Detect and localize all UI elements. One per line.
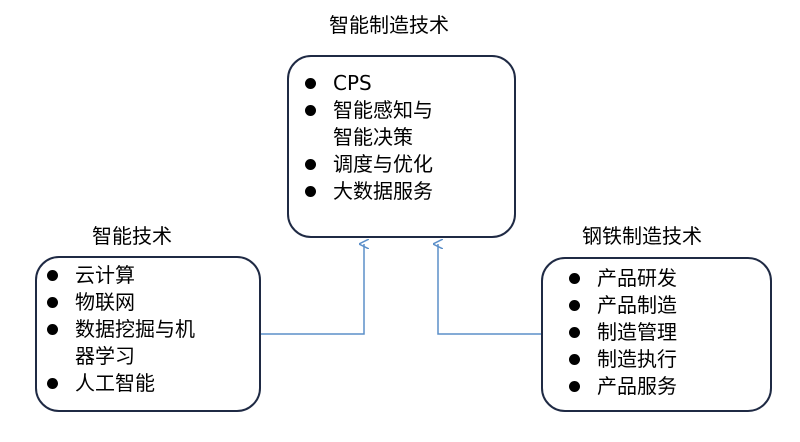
list-item: 智能感知与 bbox=[299, 97, 514, 124]
list-item-label: 智能感知与 bbox=[333, 98, 433, 122]
list-item: 调度与优化 bbox=[299, 151, 514, 178]
bullet-dot-icon bbox=[47, 324, 58, 335]
bullet-dot-icon bbox=[305, 105, 316, 116]
left-to-center-arrow bbox=[261, 244, 364, 335]
center-technology-box: CPS 智能感知与 智能决策 调度与优化 大数据服务 bbox=[287, 55, 516, 238]
list-item-label: 智能决策 bbox=[333, 125, 413, 149]
list-item-label: 产品研发 bbox=[597, 266, 677, 290]
list-item: 制造管理 bbox=[563, 319, 770, 346]
list-item-label: 数据挖掘与机 bbox=[75, 317, 195, 341]
list-item-label: 物联网 bbox=[75, 290, 135, 314]
bullet-dot-icon bbox=[47, 297, 58, 308]
list-item-label: CPS bbox=[333, 71, 372, 95]
right-item-list: 产品研发 产品制造 制造管理 制造执行 产品服务 bbox=[543, 259, 770, 400]
list-item-label: 制造执行 bbox=[597, 347, 677, 371]
list-item: 云计算 bbox=[41, 262, 259, 289]
list-item-label: 大数据服务 bbox=[333, 179, 433, 203]
right-technology-box: 产品研发 产品制造 制造管理 制造执行 产品服务 bbox=[541, 257, 772, 412]
list-item-label: 云计算 bbox=[75, 263, 135, 287]
list-item: 制造执行 bbox=[563, 346, 770, 373]
right-to-center-arrow bbox=[438, 244, 541, 335]
bullet-dot-icon bbox=[305, 159, 316, 170]
right-box-title: 钢铁制造技术 bbox=[582, 224, 702, 248]
center-item-list: CPS 智能感知与 智能决策 调度与优化 大数据服务 bbox=[289, 57, 514, 205]
list-item: 产品服务 bbox=[563, 373, 770, 400]
list-item-label: 制造管理 bbox=[597, 320, 677, 344]
bullet-dot-icon bbox=[305, 186, 316, 197]
list-item: CPS bbox=[299, 70, 514, 97]
bullet-dot-icon bbox=[47, 270, 58, 281]
list-item: 产品研发 bbox=[563, 265, 770, 292]
bullet-dot-icon bbox=[47, 378, 58, 389]
center-box-title: 智能制造技术 bbox=[329, 13, 449, 37]
list-item: 器学习 bbox=[41, 343, 259, 370]
left-item-list: 云计算 物联网 数据挖掘与机 器学习 人工智能 bbox=[37, 258, 259, 397]
list-item: 产品制造 bbox=[563, 292, 770, 319]
left-box-title: 智能技术 bbox=[92, 224, 172, 248]
list-item: 大数据服务 bbox=[299, 178, 514, 205]
left-technology-box: 云计算 物联网 数据挖掘与机 器学习 人工智能 bbox=[35, 256, 261, 412]
list-item-label: 产品制造 bbox=[597, 293, 677, 317]
bullet-dot-icon bbox=[569, 300, 580, 311]
list-item: 数据挖掘与机 bbox=[41, 316, 259, 343]
bullet-dot-icon bbox=[569, 354, 580, 365]
bullet-dot-icon bbox=[569, 327, 580, 338]
bullet-dot-icon bbox=[569, 381, 580, 392]
list-item-label: 器学习 bbox=[75, 344, 135, 368]
list-item: 人工智能 bbox=[41, 370, 259, 397]
bullet-dot-icon bbox=[569, 273, 580, 284]
list-item-label: 人工智能 bbox=[75, 371, 155, 395]
list-item-label: 调度与优化 bbox=[333, 152, 433, 176]
list-item-label: 产品服务 bbox=[597, 374, 677, 398]
bullet-dot-icon bbox=[305, 78, 316, 89]
list-item: 智能决策 bbox=[299, 124, 514, 151]
list-item: 物联网 bbox=[41, 289, 259, 316]
